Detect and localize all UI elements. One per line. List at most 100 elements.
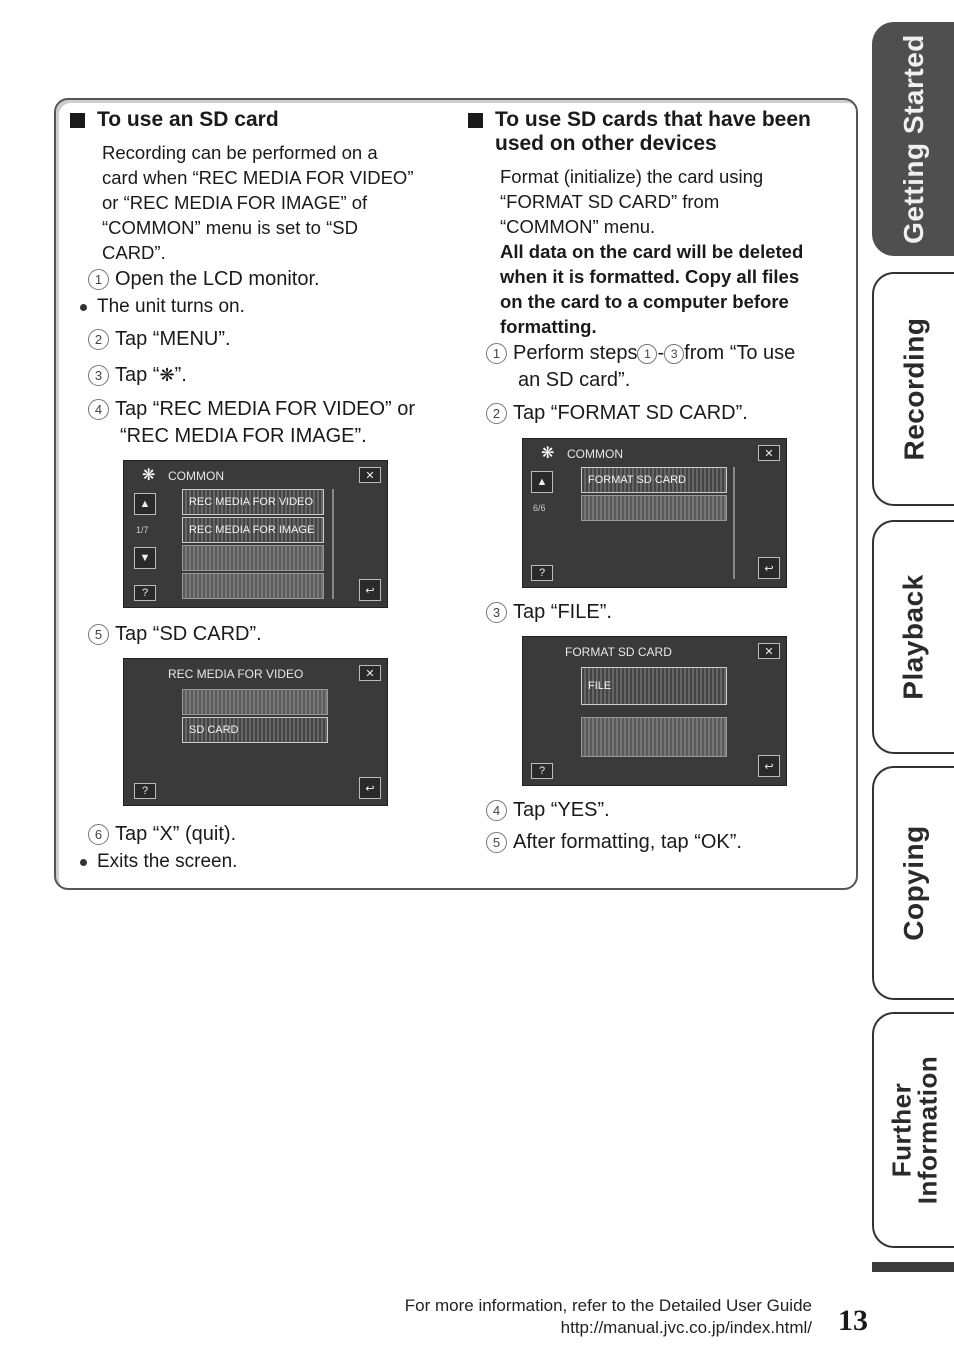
intro-line: Format (initialize) the card using — [500, 166, 764, 187]
lcd-screen-format-sd-card: FORMAT SD CARD ✕ FILE ? ↩ — [522, 636, 787, 786]
intro-line: “COMMON” menu. — [500, 216, 656, 237]
screen-title: COMMON — [567, 447, 623, 461]
intro-line: or “REC MEDIA FOR IMAGE” of — [102, 192, 368, 213]
step-number-icon: 4 — [88, 399, 109, 420]
square-bullet-icon — [468, 113, 483, 128]
warning-line: All data on the card will be deleted — [500, 241, 804, 262]
warning-line: when it is formatted. Copy all files — [500, 266, 800, 287]
square-bullet-icon — [70, 113, 85, 128]
step-number-icon: 6 — [88, 824, 109, 845]
menu-item-file[interactable]: FILE — [581, 667, 727, 705]
warning-line: formatting. — [500, 316, 597, 337]
intro-line: “COMMON” menu is set to “SD — [102, 217, 358, 238]
return-icon[interactable]: ↩ — [758, 557, 780, 579]
help-icon[interactable]: ? — [134, 783, 156, 799]
step-1-continued: an SD card”. — [518, 369, 631, 391]
bullet-note: The unit turns on. — [68, 293, 458, 321]
intro-line: Recording can be performed on a — [102, 142, 378, 163]
footer-reference: For more information, refer to the Detai… — [404, 1296, 812, 1315]
menu-item-rec-media-image[interactable]: REC MEDIA FOR IMAGE — [182, 517, 324, 543]
intro-line: CARD”. — [102, 242, 166, 263]
menu-item-blurred[interactable] — [182, 689, 328, 715]
step-number-icon: 3 — [664, 343, 685, 364]
close-icon[interactable]: ✕ — [758, 445, 780, 461]
close-icon[interactable]: ✕ — [359, 467, 381, 483]
screen-title: FORMAT SD CARD — [565, 645, 672, 659]
menu-item-blurred[interactable] — [581, 495, 727, 521]
footer-url[interactable]: http://manual.jvc.co.jp/index.html/ — [560, 1318, 812, 1337]
scrollbar[interactable] — [332, 489, 334, 599]
step-number-icon: 5 — [88, 624, 109, 645]
page-number: 13 — [838, 1304, 868, 1337]
gear-icon: ❋ — [142, 467, 156, 484]
gear-icon: ❋ — [541, 445, 555, 462]
step-number-icon: 4 — [486, 800, 507, 821]
scroll-up-icon[interactable]: ▲ — [531, 471, 553, 493]
scrollbar[interactable] — [733, 467, 735, 579]
tab-playback[interactable]: Playback — [872, 520, 954, 754]
help-icon[interactable]: ? — [531, 763, 553, 779]
left-column: To use an SD card Recording can be perfo… — [68, 108, 458, 449]
warning-line: on the card to a computer before — [500, 291, 789, 312]
lcd-screen-common-menu: ❋ COMMON ✕ ▲ 1/7 ▼ ? REC MEDIA FOR VIDEO… — [123, 460, 388, 608]
menu-item-blurred[interactable] — [581, 717, 727, 757]
lcd-screen-rec-media-video: REC MEDIA FOR VIDEO ✕ SD CARD ? ↩ — [123, 658, 388, 806]
step-4-continued: “REC MEDIA FOR IMAGE”. — [120, 425, 367, 447]
page-indicator: 1/7 — [136, 525, 149, 535]
screen-title: COMMON — [168, 469, 224, 483]
close-icon[interactable]: ✕ — [359, 665, 381, 681]
scroll-down-icon[interactable]: ▼ — [134, 547, 156, 569]
step-number-icon: 1 — [88, 269, 109, 290]
step-number-icon: 5 — [486, 832, 507, 853]
step-number-icon: 2 — [486, 403, 507, 424]
scroll-up-icon[interactable]: ▲ — [134, 493, 156, 515]
return-icon[interactable]: ↩ — [359, 579, 381, 601]
menu-item-rec-media-video[interactable]: REC MEDIA FOR VIDEO — [182, 489, 324, 515]
close-icon[interactable]: ✕ — [758, 643, 780, 659]
tab-getting-started[interactable]: Getting Started — [872, 22, 954, 256]
step-3: 3 Tap “❋”. — [68, 361, 458, 389]
menu-item-blurred[interactable] — [182, 545, 324, 571]
page-indicator: 6/6 — [533, 503, 546, 513]
gear-icon: ❋ — [159, 365, 175, 385]
menu-item-format-sd-card[interactable]: FORMAT SD CARD — [581, 467, 727, 493]
step-number-icon: 3 — [486, 602, 507, 623]
tab-copying[interactable]: Copying — [872, 766, 954, 1000]
return-icon[interactable]: ↩ — [758, 755, 780, 777]
lcd-screen-common-format: ❋ COMMON ✕ ▲ 6/6 FORMAT SD CARD ? ↩ — [522, 438, 787, 588]
section-heading-sd-card: To use an SD card — [68, 108, 458, 132]
step-number-icon: 1 — [486, 343, 507, 364]
help-icon[interactable]: ? — [531, 565, 553, 581]
intro-line: “FORMAT SD CARD” from — [500, 191, 720, 212]
menu-item-blurred[interactable] — [182, 573, 324, 599]
intro-line: card when “REC MEDIA FOR VIDEO” — [102, 167, 414, 188]
content-panel — [54, 98, 858, 890]
menu-item-sd-card[interactable]: SD CARD — [182, 717, 328, 743]
bullet-dot-icon — [80, 304, 87, 311]
bullet-note: Exits the screen. — [68, 848, 458, 876]
step-number-icon: 1 — [637, 343, 658, 364]
screen-title: REC MEDIA FOR VIDEO — [168, 667, 304, 681]
tab-bottom-bar — [872, 1262, 954, 1272]
step-number-icon: 2 — [88, 329, 109, 350]
return-icon[interactable]: ↩ — [359, 777, 381, 799]
step-number-icon: 3 — [88, 365, 109, 386]
help-icon[interactable]: ? — [134, 585, 156, 601]
bullet-dot-icon — [80, 859, 87, 866]
tab-recording[interactable]: Recording — [872, 272, 954, 506]
